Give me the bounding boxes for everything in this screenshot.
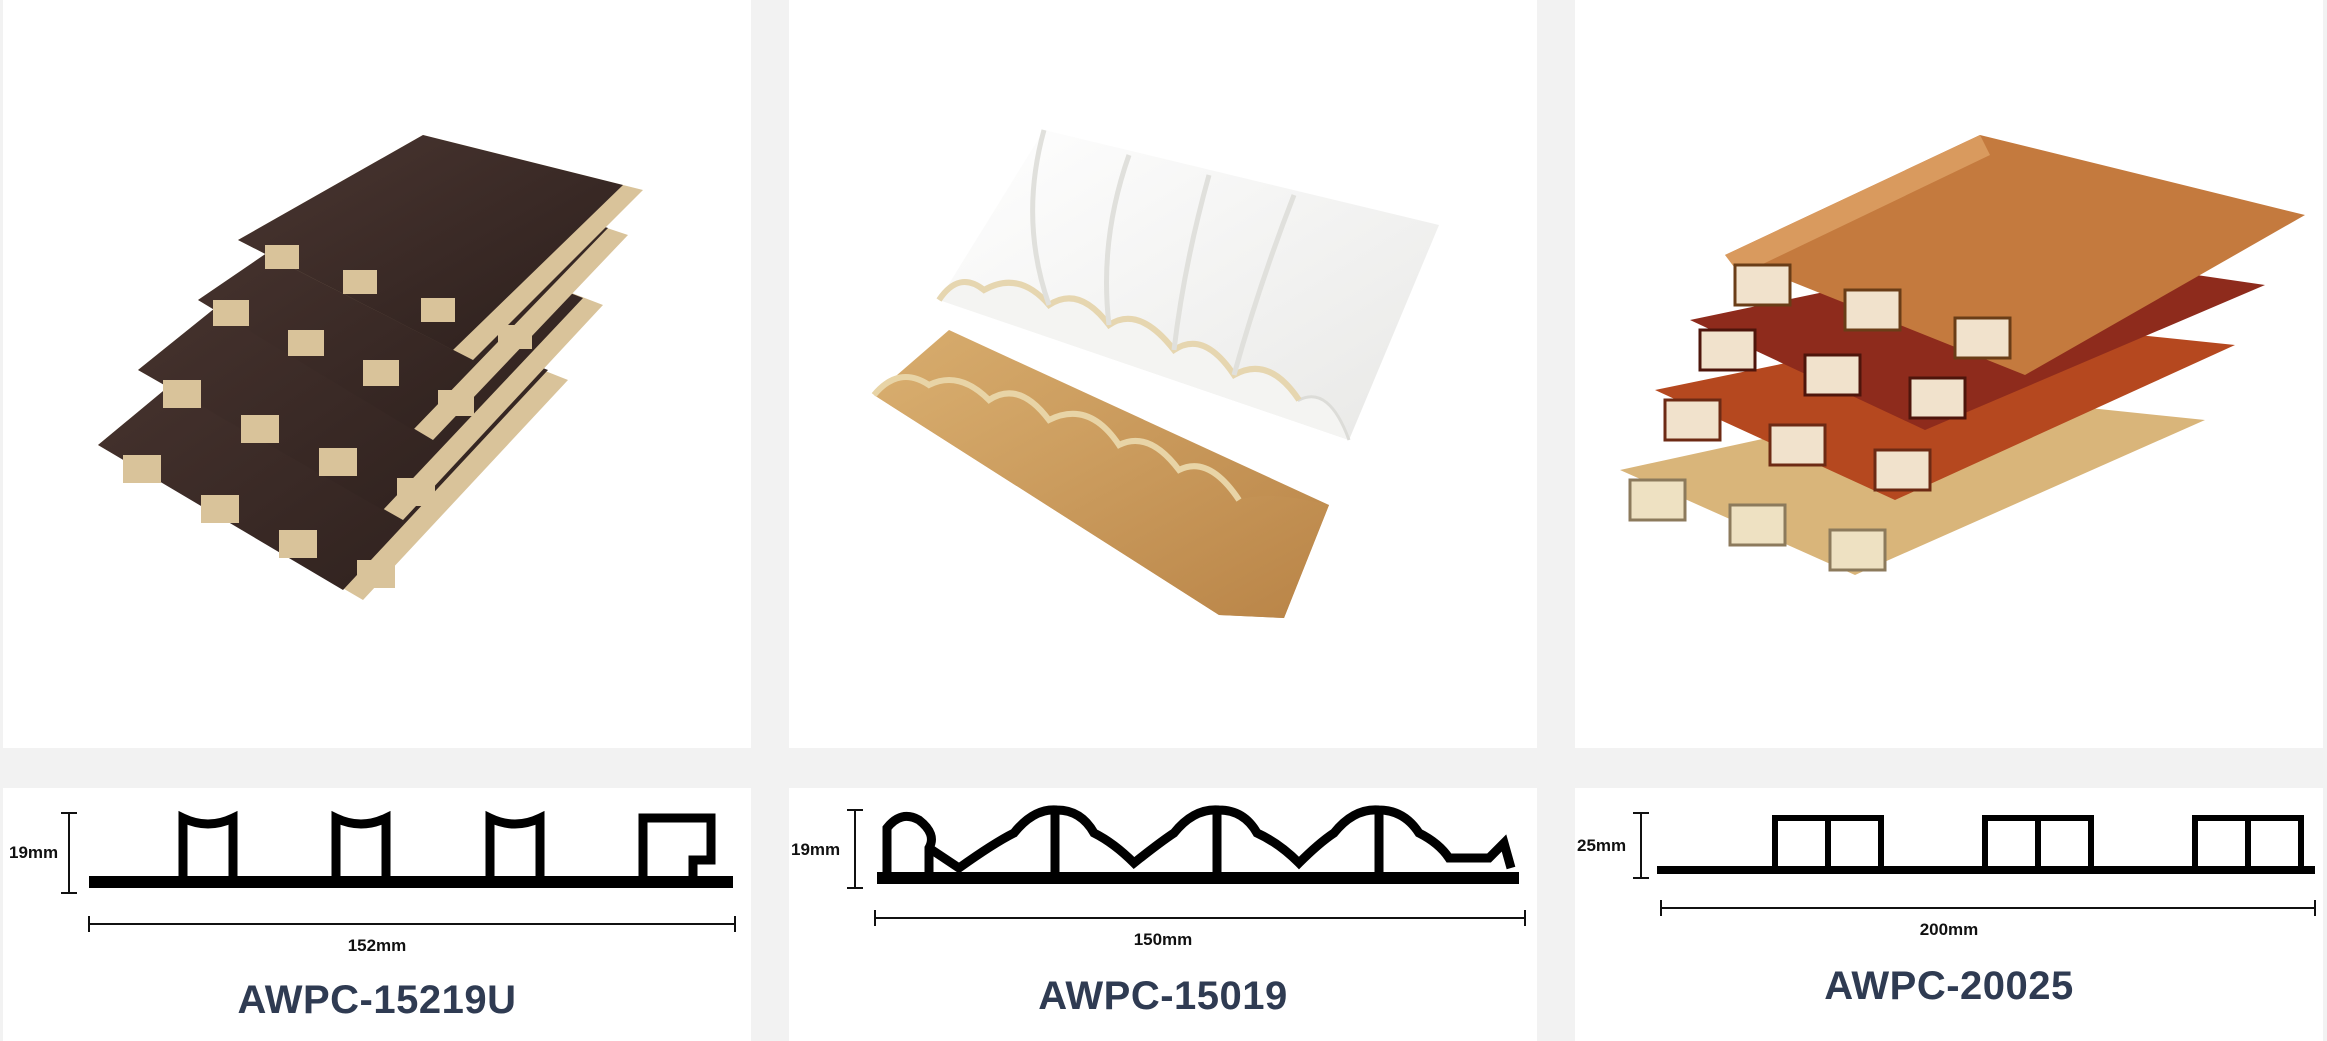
- product-card-awpc-15219u[interactable]: 19mm 152mm AWPC-15219U: [3, 0, 751, 1041]
- product-photo[interactable]: [1575, 0, 2323, 748]
- product-model-name[interactable]: AWPC-15219U: [237, 978, 517, 1022]
- wave-panel-stack-photo-icon: [871, 129, 1439, 618]
- product-spec-panel: 19mm 152mm AWPC-15219U: [3, 788, 751, 1041]
- product-photo[interactable]: [3, 0, 751, 748]
- product-card-awpc-20025[interactable]: 25mm 200mm AWPC-20025: [1575, 0, 2323, 1041]
- cross-section-profile-icon: [61, 810, 736, 932]
- product-photo[interactable]: [789, 0, 1537, 748]
- height-dimension-label: 25mm: [1577, 836, 1627, 855]
- cross-section-profile-icon: [847, 805, 1526, 926]
- width-dimension-label: 150mm: [1133, 930, 1193, 949]
- fluted-panel-stack-photo-icon: [98, 135, 643, 600]
- height-dimension-label: 19mm: [791, 840, 841, 859]
- width-dimension-label: 152mm: [347, 936, 407, 955]
- product-model-name[interactable]: AWPC-15019: [1038, 974, 1288, 1018]
- product-spec-panel: 19mm 150mm AWPC-15019: [789, 788, 1537, 1041]
- width-dimension-label: 200mm: [1919, 920, 1979, 939]
- product-card-awpc-15019[interactable]: 19mm 150mm AWPC-15019: [789, 0, 1537, 1041]
- height-dimension-label: 19mm: [9, 843, 59, 862]
- square-slat-panel-stack-photo-icon: [1620, 135, 2305, 575]
- product-model-name[interactable]: AWPC-20025: [1824, 964, 2074, 1008]
- product-spec-panel: 25mm 200mm AWPC-20025: [1575, 788, 2323, 1041]
- cross-section-profile-icon: [1633, 812, 2316, 916]
